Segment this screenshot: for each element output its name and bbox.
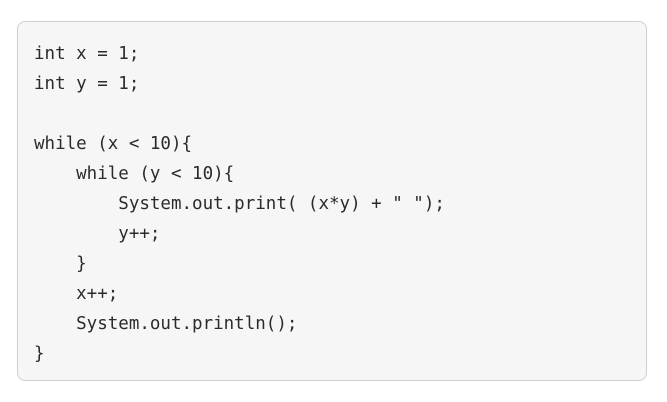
code-line: x++; (34, 284, 119, 304)
code-line: int y = 1; (34, 74, 140, 94)
code-block: int x = 1; int y = 1; while (x < 10){ wh… (17, 21, 647, 381)
code-line: } (34, 344, 45, 364)
code-line: } (34, 254, 87, 274)
code-line: int x = 1; (34, 44, 140, 64)
code-line: System.out.println(); (34, 314, 298, 334)
code-line: y++; (34, 224, 161, 244)
code-line (34, 99, 646, 129)
code-line: while (x < 10){ (34, 134, 193, 154)
code-line: System.out.print( (x*y) + " "); (34, 194, 445, 214)
code-line: while (y < 10){ (34, 164, 235, 184)
